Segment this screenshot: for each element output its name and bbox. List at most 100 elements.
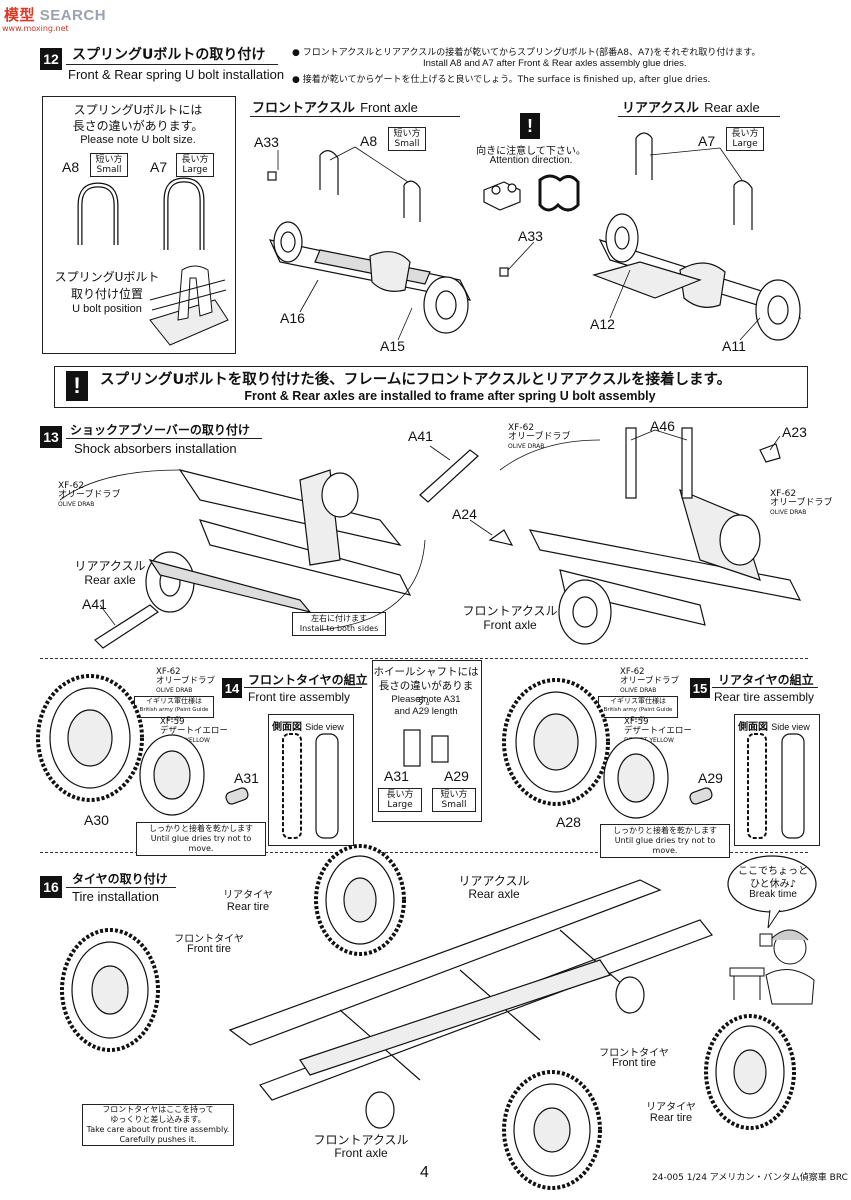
banner-en: Front & Rear axles are installed to fram…: [244, 389, 656, 403]
rear-axle-heading: リアアクスル Rear axle: [622, 100, 760, 116]
ubolt-note-en: Please note U bolt size.: [80, 134, 196, 146]
ubolt-a7-label: A7: [150, 159, 168, 175]
step-15-number: 15: [690, 678, 710, 698]
attention-icon: !: [520, 113, 540, 139]
watermark-logo: 模型 SEARCH: [4, 7, 107, 24]
step-16-front-axle-jp: フロントアクスル: [313, 1133, 409, 1147]
step-16-rear-axle-jp: リアアクスル: [458, 874, 530, 888]
ubolt-note-line2: 長さの違いがあります。: [72, 119, 204, 133]
step-15-title-en: Rear tire assembly: [714, 690, 815, 704]
step-14-number: 14: [222, 678, 242, 698]
front-axle-heading: フロントアクスル Front axle: [252, 100, 418, 116]
label-a15: A15: [380, 338, 405, 354]
step-16-rear-tire2-en: Rear tire: [649, 1112, 693, 1124]
step-12-title-en: Front & Rear spring U bolt installation: [68, 67, 285, 82]
wheelshaft-en1: Please note A31: [391, 694, 461, 705]
label-a28: A28: [556, 814, 581, 830]
step-12-title-jp: スプリングUボルトの取り付け: [72, 47, 266, 63]
break-time-jp2: ひと休み♪: [749, 879, 797, 890]
step-15-side-view-box: [734, 714, 820, 846]
ubolt-position-en: U bolt position: [72, 303, 142, 315]
banner-box: [54, 366, 808, 408]
front-axle-rule: [250, 116, 460, 117]
label-a11: A11: [722, 338, 746, 354]
step-16-front-axle-en: Front axle: [334, 1146, 388, 1160]
step-16-title-jp: タイヤの取り付け: [72, 872, 168, 886]
wheelshaft-en2: and A29 length: [394, 706, 458, 717]
step-16-title-rule: [66, 887, 176, 888]
footer-code: 24-005 1/24 アメリカン・バンタム偵察車 BRC: [652, 1173, 848, 1183]
step-12-note-1-en: Install A8 and A7 after Front & Rear axl…: [423, 58, 687, 69]
step-16-rear-tire-en: Rear tire: [226, 901, 270, 913]
step-16-front-tire-jp: フロントタイヤ: [174, 934, 244, 945]
ubolt-position-jp2: 取り付け位置: [70, 287, 143, 301]
break-time-en: Break time: [749, 889, 797, 900]
watermark-url: www.moxing.net: [2, 24, 69, 33]
step-12-note-1-jp: ● フロントアクスルとリアアクスルの接着が乾いてからスプリングUボルト(部番A8…: [292, 48, 761, 58]
label-a8: A8: [360, 133, 378, 149]
step-14-title-jp: フロントタイヤの組立: [248, 673, 368, 687]
label-a7: A7: [698, 133, 716, 149]
attention-jp: 向きに注意して下さい。: [476, 146, 586, 157]
step-16-front-tire2-jp: フロントタイヤ: [599, 1048, 669, 1059]
step-13-title-jp: ショックアブソーバーの取り付け: [70, 423, 250, 437]
step-16-title-en: Tire installation: [72, 889, 159, 904]
step-14-title-rule: [244, 687, 362, 688]
step-16-rear-tire2-jp: リアタイヤ: [646, 1102, 696, 1113]
step-16-rear-tire-jp: リアタイヤ: [223, 890, 273, 901]
break-time-jp1: ここでちょっと: [738, 866, 808, 877]
banner-jp: スプリングUボルトを取り付けた後、フレームにフロントアクスルとリアアクスルを接着…: [100, 372, 732, 388]
step-12-note-2: ● 接着が乾いてからゲートを仕上げると良いでしょう。The surface is…: [292, 75, 711, 85]
label-a33-left: A33: [254, 134, 279, 150]
step-13-front-axle-jp: フロントアクスル: [462, 604, 558, 618]
step-13-rear-axle-jp: リアアクスル: [74, 559, 146, 573]
divider-step13: [40, 658, 808, 659]
step-13-front-axle-en: Front axle: [483, 618, 537, 632]
step-16-number: 16: [40, 876, 62, 898]
label-a31-step14: A31: [234, 770, 259, 786]
step-16-rear-axle-en: Rear axle: [468, 887, 520, 901]
label-a33-right: A33: [518, 228, 543, 244]
page-number: 4: [420, 1164, 429, 1181]
step-13-rear-axle-en: Rear axle: [84, 573, 136, 587]
step-15-title-rule: [712, 687, 818, 688]
label-a12: A12: [590, 316, 615, 332]
label-a24: A24: [452, 506, 477, 522]
wheelshaft-jp2: 長さの違いがあります。: [378, 680, 474, 707]
divider-step16: [40, 852, 808, 853]
step-13-number: 13: [40, 426, 62, 448]
step-15-title-jp: リアタイヤの組立: [718, 673, 814, 687]
label-a41-top: A41: [408, 428, 433, 444]
step-14-side-view-box: [268, 714, 354, 846]
ubolt-note-line1: スプリングUボルトには: [73, 103, 203, 117]
step-16-front-tire2-en: Front tire: [611, 1057, 656, 1069]
label-a29-step15: A29: [698, 770, 723, 786]
banner-attention-icon: !: [66, 371, 88, 401]
wheelshaft-a29: A29: [444, 768, 469, 784]
wheelshaft-a31: A31: [384, 768, 409, 784]
label-a30: A30: [84, 812, 109, 828]
label-a23: A23: [782, 424, 807, 440]
label-a41-bottom: A41: [82, 596, 107, 612]
step-14-side-view-label: 側面図 Side view: [272, 722, 344, 733]
attention-en: Attention direction.: [489, 155, 573, 166]
